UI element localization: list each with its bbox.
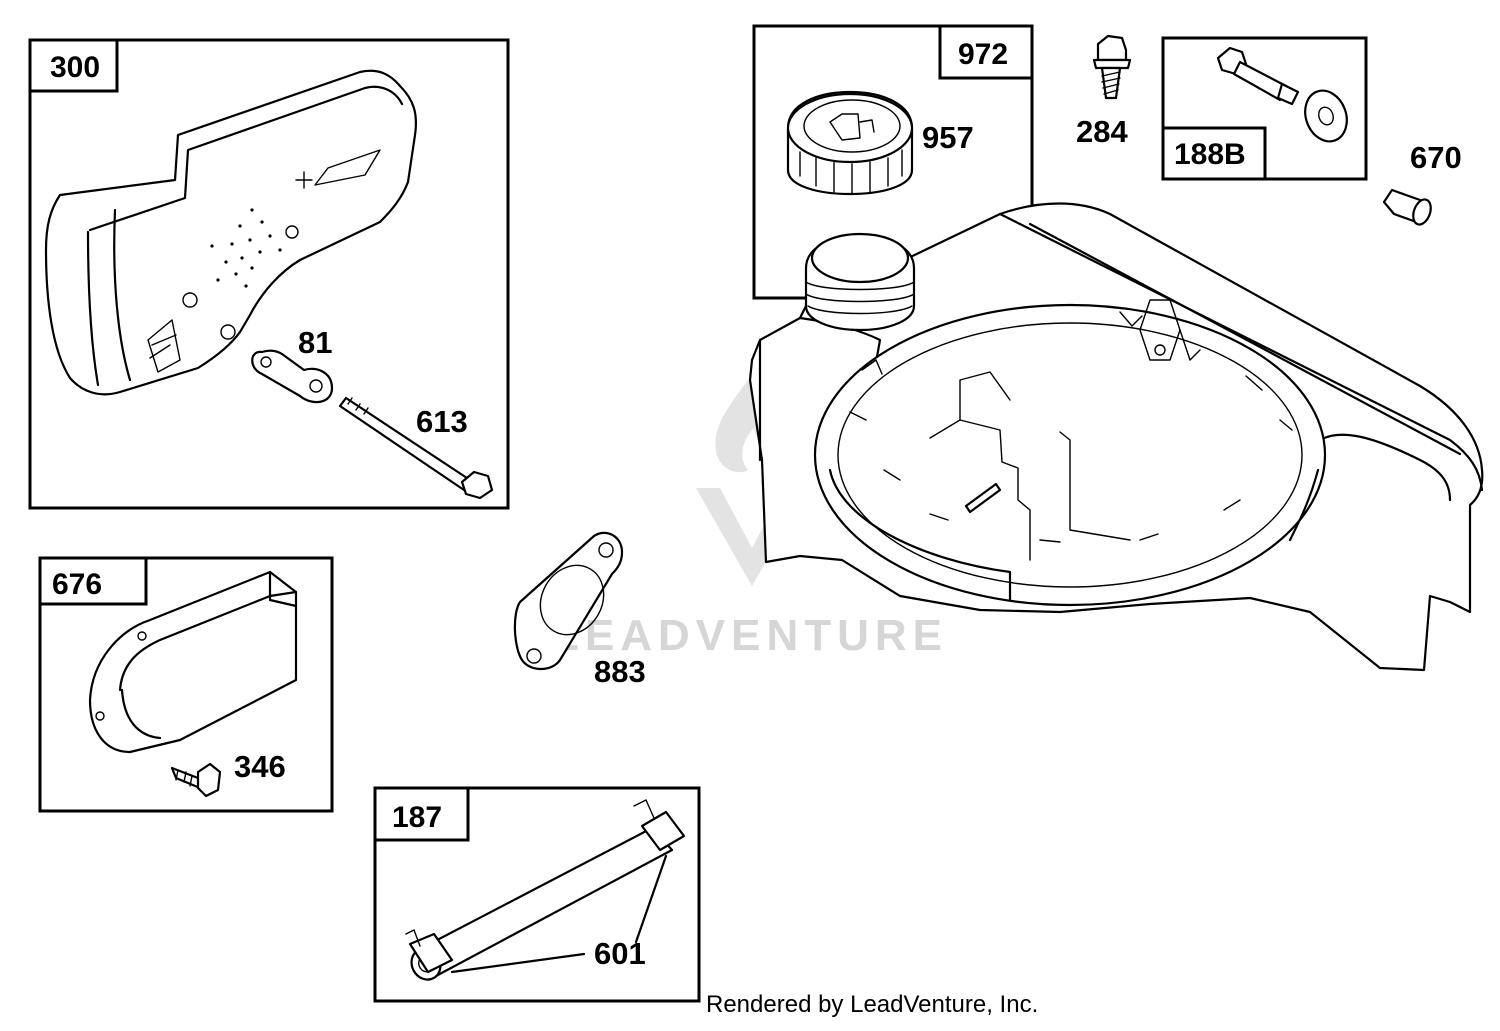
part-label-284: 284 [1076, 114, 1128, 149]
screw-346-part [170, 762, 222, 798]
part-label-957: 957 [922, 120, 974, 155]
group-tag-300 [28, 38, 119, 93]
group-tag-188B [1161, 126, 1267, 181]
group-box-676 [38, 556, 334, 813]
leader-line-601-b [634, 854, 668, 944]
part-label-613: 613 [416, 404, 468, 439]
group-box-187 [373, 786, 701, 1003]
bushing-670-part [1382, 188, 1432, 226]
group-tag-187 [373, 786, 470, 842]
watermark-text: LEADVENTURE [552, 611, 948, 660]
bolt-188B-part [1216, 46, 1300, 106]
part-label-81: 81 [298, 325, 332, 360]
fuel-cap-957-part [786, 90, 914, 196]
gasket-883-part [513, 531, 624, 671]
group-label-300: 300 [50, 51, 100, 84]
part-label-670: 670 [1410, 140, 1462, 175]
screw-284-part [1092, 34, 1132, 100]
leader-line-601-a [450, 952, 586, 974]
group-box-972 [752, 24, 1034, 300]
group-label-188B: 188B [1174, 138, 1246, 171]
washer-188B-part [1304, 89, 1348, 143]
muffler-part [44, 69, 417, 396]
part-label-346: 346 [234, 749, 286, 784]
part-label-601: 601 [594, 936, 646, 971]
group-tag-972 [938, 24, 1034, 80]
group-label-676: 676 [52, 568, 102, 601]
bolt-613-part [338, 396, 494, 500]
group-label-187: 187 [392, 801, 442, 834]
heat-shield-676-part [88, 570, 298, 754]
muffler-vent-holes [210, 208, 282, 288]
group-label-972: 972 [958, 38, 1008, 71]
group-tag-676 [38, 556, 148, 606]
part-label-883: 883 [594, 654, 646, 689]
blower-housing-part [748, 202, 1484, 672]
fuel-hose-601-part [405, 799, 686, 981]
gasket-81-part [251, 349, 334, 404]
group-box-300 [28, 38, 510, 510]
credit-text: Rendered by LeadVenture, Inc. [706, 991, 1038, 1018]
